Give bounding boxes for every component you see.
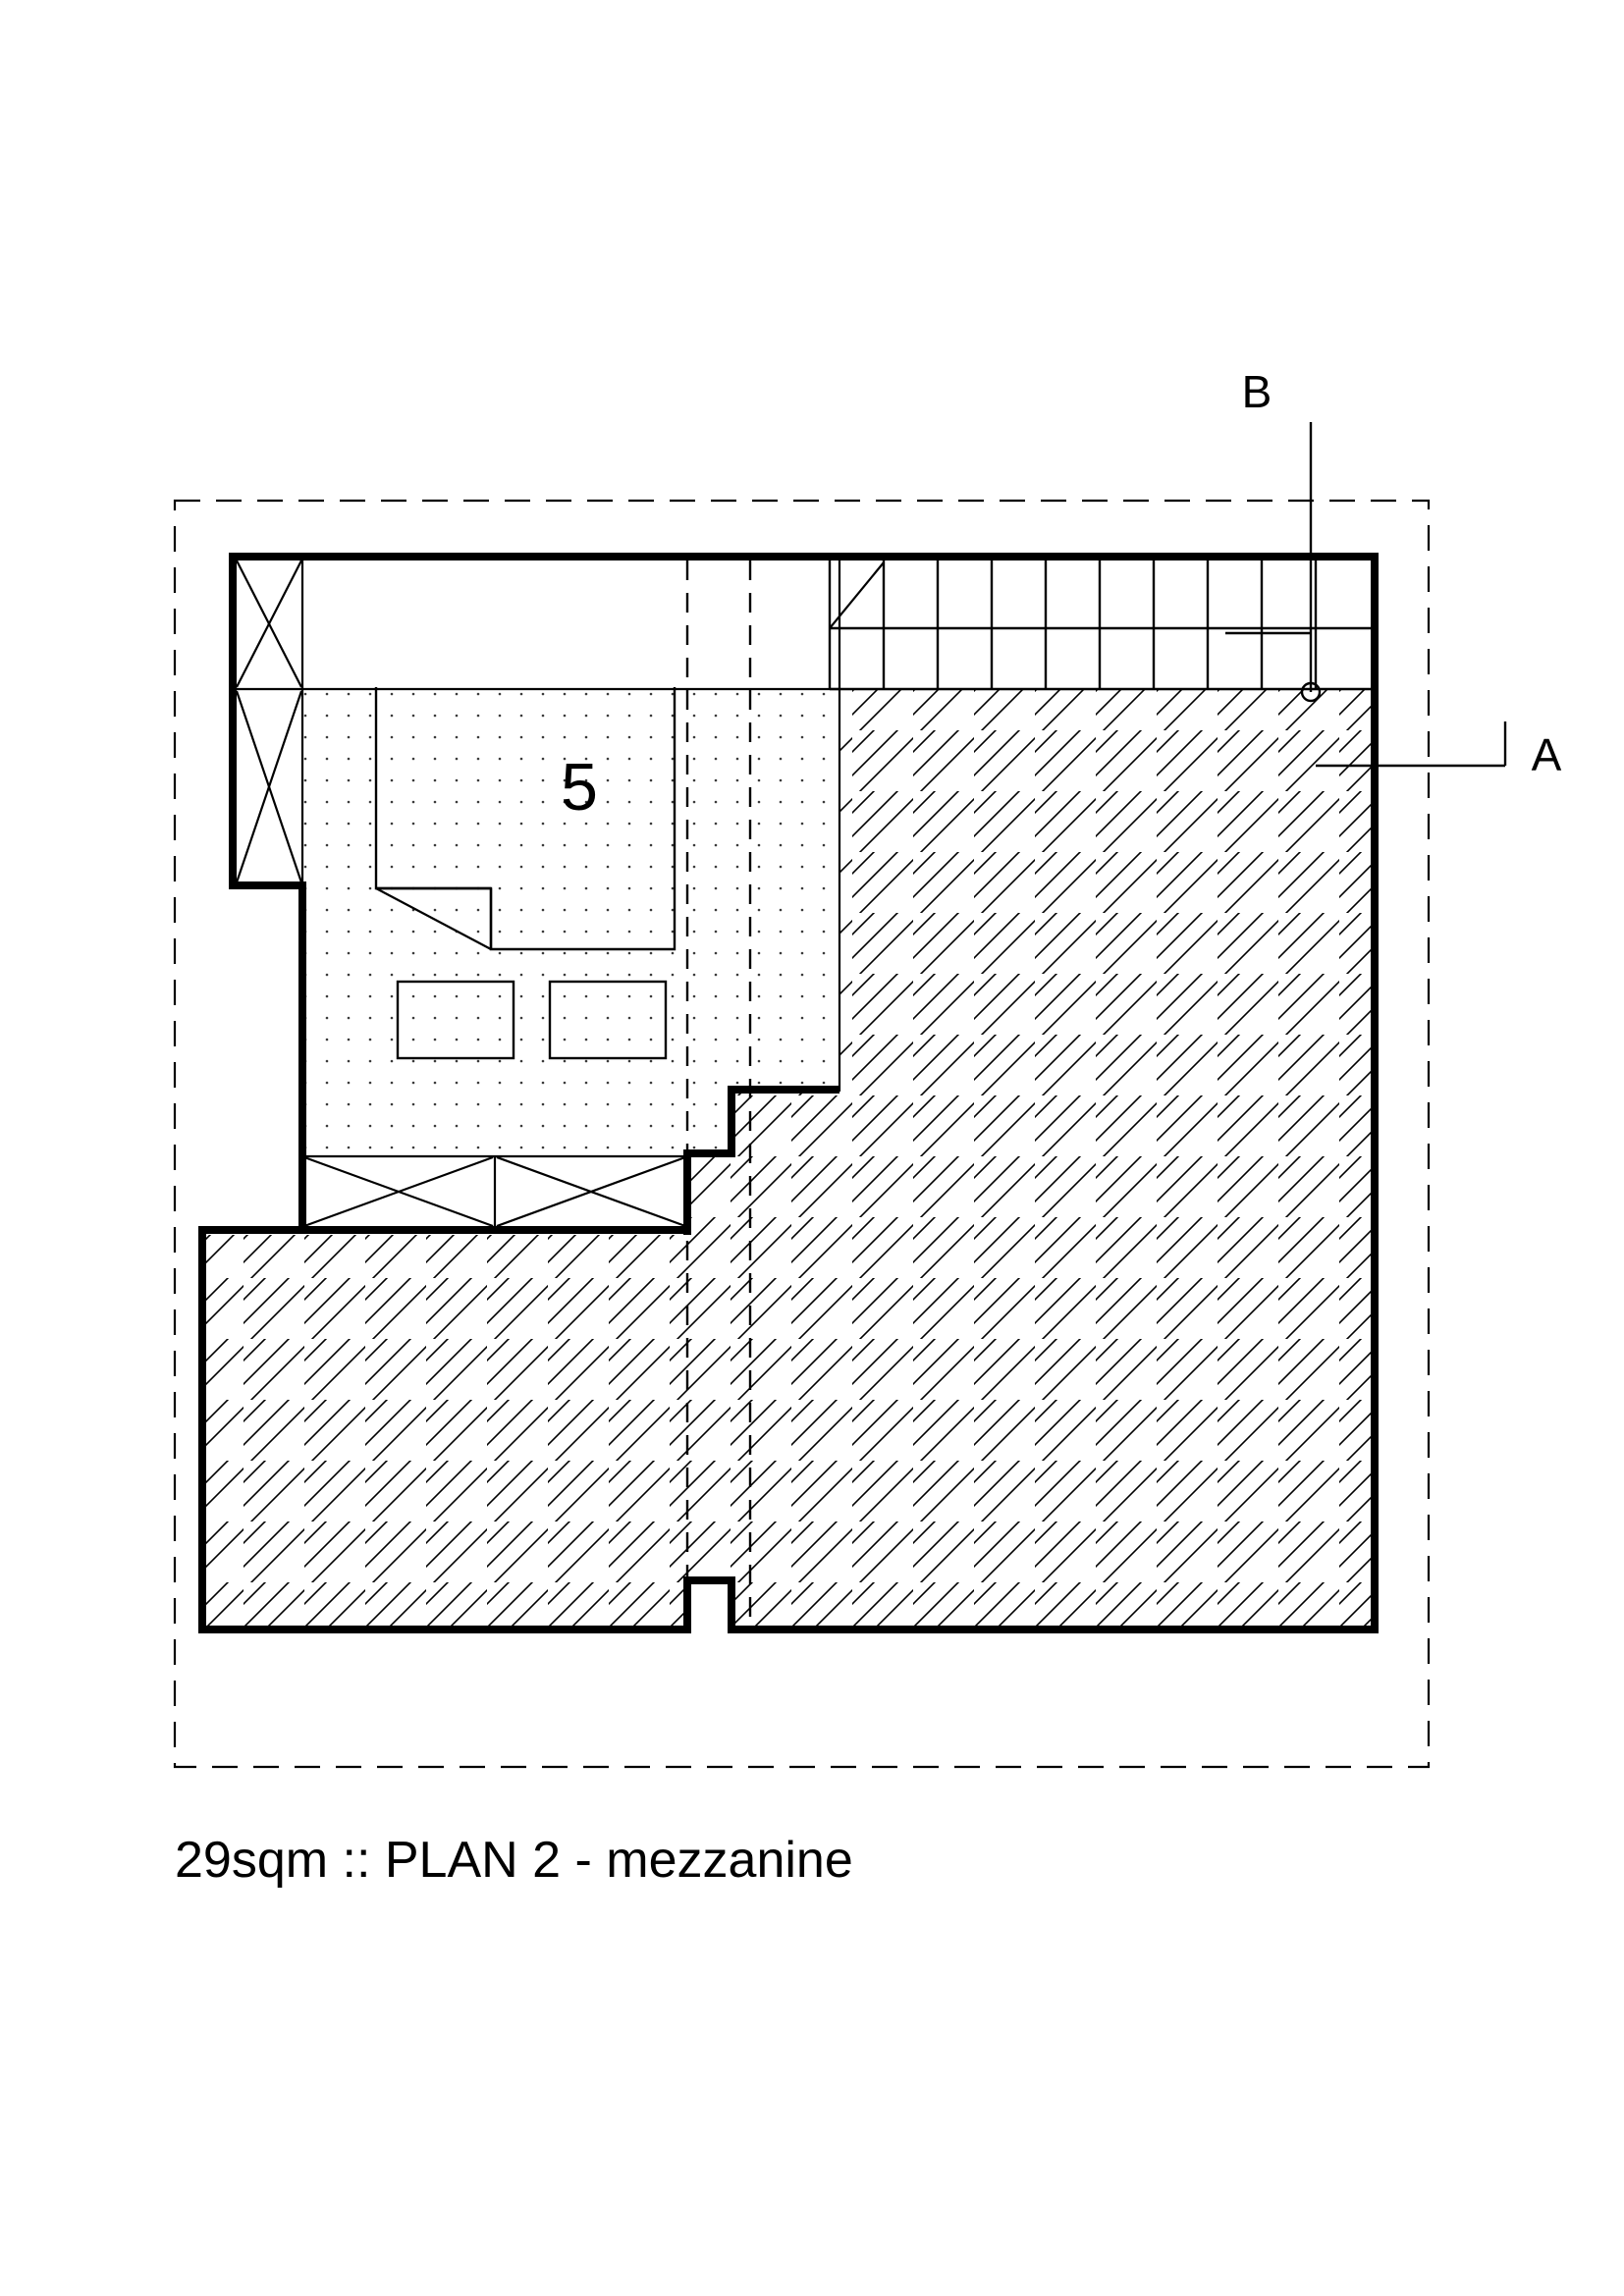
bed: [374, 687, 677, 951]
plan-title: 29sqm :: PLAN 2 - mezzanine: [175, 1832, 853, 1889]
section-line-b: [1225, 422, 1322, 703]
nightstand-right: [548, 980, 668, 1060]
void-hatch-right: [202, 689, 1375, 1629]
railing-left: [235, 560, 304, 885]
section-marker-b-label: B: [1242, 366, 1272, 417]
bedroom-5-floor: [302, 689, 839, 1153]
railing-bottom: [302, 1154, 687, 1228]
room-number-5-label: 5: [561, 750, 598, 825]
section-marker-a-label: A: [1532, 729, 1562, 780]
interior-dashed-lines: [685, 561, 752, 1626]
site-boundary: [173, 499, 1431, 1769]
staircase: [828, 561, 1375, 691]
section-line-a: [1316, 721, 1507, 768]
nightstand-left: [396, 980, 515, 1060]
bedroom-edge-lines: [302, 561, 841, 1092]
